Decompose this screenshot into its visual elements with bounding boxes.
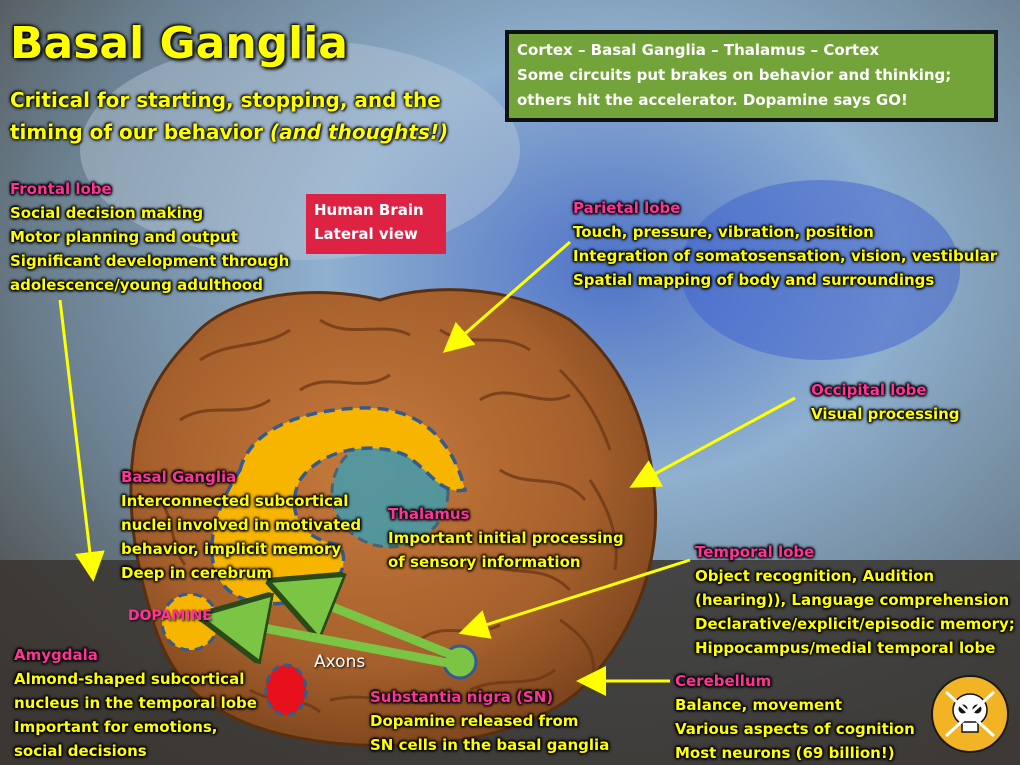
parietal-lobe-label: Parietal lobe Touch, pressure, vibration… <box>573 196 997 292</box>
thalamus-heading: Thalamus <box>388 505 470 523</box>
cerebellum-line: Most neurons (69 billion!) <box>675 744 895 762</box>
basal-ganglia-region <box>210 406 468 606</box>
subtitle-line-2: timing of our behavior (and thoughts!) <box>10 116 448 148</box>
subtitle-line-2-italic: (and thoughts!) <box>269 120 449 144</box>
cerebellum-label: Cerebellum Balance, movement Various asp… <box>675 669 915 765</box>
temporal-line: (hearing)), Language comprehension <box>695 591 1010 609</box>
circuit-summary-box: Cortex – Basal Ganglia – Thalamus – Cort… <box>505 30 998 122</box>
temporal-heading: Temporal lobe <box>695 543 815 561</box>
frontal-heading: Frontal lobe <box>10 180 112 198</box>
pointer-frontal <box>58 299 105 582</box>
parietal-line: Spatial mapping of body and surroundings <box>573 271 935 289</box>
temporal-line: Hippocampus/medial temporal lobe <box>695 639 996 657</box>
subtitle-line-2-plain: timing of our behavior <box>10 120 270 144</box>
basal-ganglia-line: Interconnected subcortical <box>121 492 349 510</box>
circuit-line-1: Cortex – Basal Ganglia – Thalamus – Cort… <box>517 41 880 59</box>
parietal-heading: Parietal lobe <box>573 199 681 217</box>
frontal-line: adolescence/young adulthood <box>10 276 263 294</box>
temporal-line: Declarative/explicit/episodic memory; <box>695 615 1015 633</box>
amygdala-line: nucleus in the temporal lobe <box>14 694 257 712</box>
subtitle-line-1: Critical for starting, stopping, and the <box>10 88 441 112</box>
occipital-lobe-label: Occipital lobe Visual processing <box>811 378 960 426</box>
frontal-line: Motor planning and output <box>10 228 238 246</box>
pointer-parietal <box>442 240 571 353</box>
basal-ganglia-line: nuclei involved in motivated <box>121 516 362 534</box>
pointer-temporal <box>458 558 691 639</box>
thalamus-label: Thalamus Important initial processing of… <box>388 502 624 574</box>
amygdala-line: Important for emotions, <box>14 718 218 736</box>
page-title: Basal Ganglia <box>10 18 348 69</box>
substantia-nigra-line: Dopamine released from <box>370 712 579 730</box>
temporal-lobe-label: Temporal lobe Object recognition, Auditi… <box>695 540 1015 660</box>
dopamine-label: DOPAMINE <box>128 608 212 624</box>
pointer-occipital <box>629 396 796 488</box>
view-label-line-1: Human Brain <box>314 201 424 219</box>
temporal-line: Object recognition, Audition <box>695 567 935 585</box>
substantia-nigra-label: Substantia nigra (SN) Dopamine released … <box>370 685 609 757</box>
cerebellum-line: Various aspects of cognition <box>675 720 915 738</box>
basal-ganglia-line: behavior, implicit memory <box>121 540 342 558</box>
basal-ganglia-label: Basal Ganglia Interconnected subcortical… <box>121 465 361 585</box>
substantia-nigra-line: SN cells in the basal ganglia <box>370 736 610 754</box>
amygdala-region <box>264 663 308 717</box>
occipital-heading: Occipital lobe <box>811 381 927 399</box>
amygdala-label: Amygdala Almond-shaped subcortical nucle… <box>14 643 257 763</box>
thalamus-line: Important initial processing <box>388 529 624 547</box>
amygdala-line: social decisions <box>14 742 147 760</box>
view-label-line-2: Lateral view <box>314 225 418 243</box>
basal-ganglia-line: Deep in cerebrum <box>121 564 272 582</box>
cerebellum-line: Balance, movement <box>675 696 843 714</box>
page-subtitle: Critical for starting, stopping, and the… <box>10 84 448 148</box>
substantia-nigra-heading: Substantia nigra (SN) <box>370 688 554 706</box>
amygdala-heading: Amygdala <box>14 646 98 664</box>
view-label-box: Human Brain Lateral view <box>306 194 446 254</box>
occipital-line: Visual processing <box>811 405 960 423</box>
circuit-line-3: others hit the accelerator. Dopamine say… <box>517 91 908 109</box>
basal-ganglia-heading: Basal Ganglia <box>121 468 237 486</box>
axons-label: Axons <box>314 652 366 672</box>
frontal-line: Social decision making <box>10 204 204 222</box>
cerebellum-heading: Cerebellum <box>675 672 772 690</box>
frontal-lobe-label: Frontal lobe Social decision making Moto… <box>10 177 289 297</box>
frontal-line: Significant development through <box>10 252 290 270</box>
skull-logo-icon <box>931 675 1009 753</box>
thalamus-line: of sensory information <box>388 553 581 571</box>
axon-arrow-lower <box>232 622 449 668</box>
parietal-line: Touch, pressure, vibration, position <box>573 223 874 241</box>
axon-arrow-upper <box>300 594 454 660</box>
parietal-line: Integration of somatosensation, vision, … <box>573 247 998 265</box>
background-blue-light <box>680 180 960 360</box>
amygdala-line: Almond-shaped subcortical <box>14 670 245 688</box>
circuit-line-2: Some circuits put brakes on behavior and… <box>517 66 952 84</box>
